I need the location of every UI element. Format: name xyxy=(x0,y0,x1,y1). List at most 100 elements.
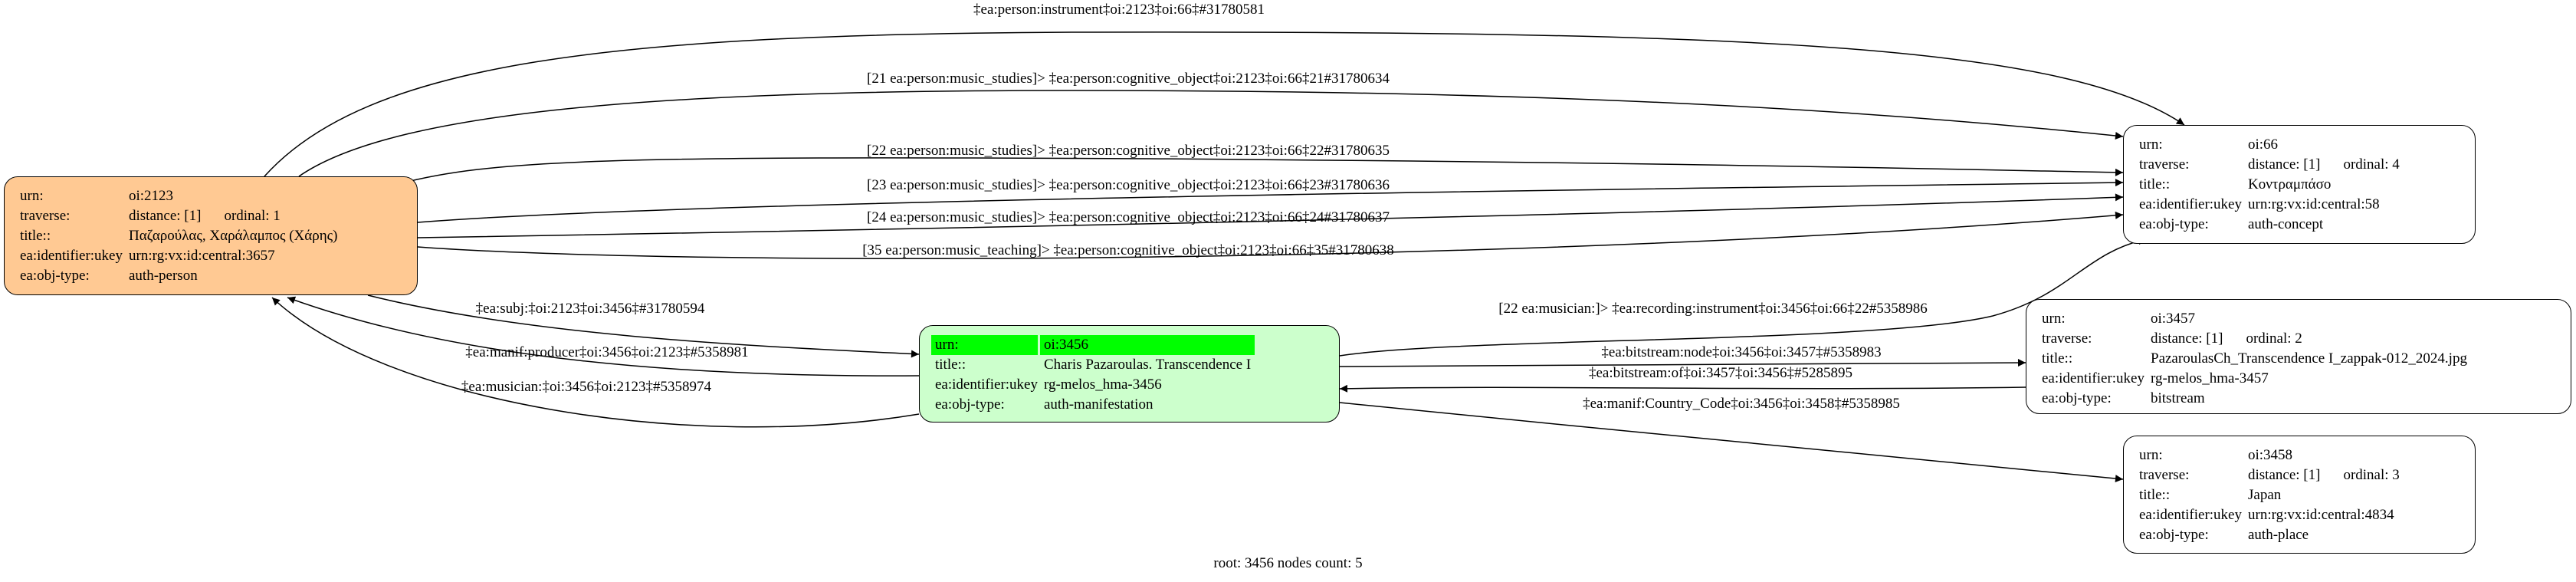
field-value: auth-person xyxy=(125,266,342,286)
edge-oi-2123-to-oi-66 xyxy=(417,179,2124,223)
node-field-row: urn: oi:2123 xyxy=(16,186,342,206)
field-key: ea:obj-type: xyxy=(2139,527,2209,543)
field-key: urn: xyxy=(20,188,44,204)
field-key: title:: xyxy=(2139,487,2171,503)
field-key: ea:obj-type: xyxy=(935,396,1005,413)
edge-oi-2123-to-oi-66 xyxy=(417,193,2124,238)
field-value: oi:3457 xyxy=(2147,309,2471,329)
field-value: PazaroulasCh_Transcendence I_zappak-012_… xyxy=(2147,349,2471,369)
node-field-row: ea:identifier:ukey rg-melos_hma-3457 xyxy=(2038,369,2471,389)
field-value-text: distance: [1] xyxy=(2248,156,2321,173)
node-field-row: title::Japan xyxy=(2135,485,2404,505)
edge-label: [22 ea:person:music_studies]> ‡ea:person… xyxy=(867,143,1390,159)
field-value-text: oi:3456 xyxy=(1044,337,1089,353)
node-field-row: urn: oi:3456 xyxy=(931,335,1255,355)
node-field-row: urn: oi:3458 xyxy=(2135,446,2404,465)
node-fields: urn: oi:3458 traverse:distance: [1]ordinal… xyxy=(2133,446,2406,545)
field-value: oi:66 xyxy=(2244,135,2404,155)
node-field-row: ea:obj-type: bitstream xyxy=(2038,389,2471,409)
field-value-text: oi:2123 xyxy=(129,188,174,204)
field-value-text: distance: [1] xyxy=(2248,467,2321,483)
field-key: ea:obj-type: xyxy=(20,268,90,284)
field-value: rg-melos_hma-3456 xyxy=(1040,375,1255,395)
field-value-text: rg-melos_hma-3456 xyxy=(1044,376,1162,393)
field-value-text: Κοντραμπάσο xyxy=(2248,176,2332,192)
edge-label: ‡ea:manif:producer‡oi:3456‡oi:2123‡#5358… xyxy=(465,344,748,360)
node-field-row: title::Charis Pazaroulas. Transcendence … xyxy=(931,355,1255,375)
node-field-row: ea:obj-type: auth-manifestation xyxy=(931,395,1255,415)
edge-label: [22 ea:musician:]> ‡ea:recording:instrum… xyxy=(1498,301,1928,317)
node-fields: urn: oi:2123 traverse:distance: [1]ordinal… xyxy=(14,186,344,286)
field-key: traverse: xyxy=(2139,156,2190,173)
field-value-text: Παζαρούλας, Χαράλαμπος (Χάρης) xyxy=(129,228,338,244)
edge-label: [35 ea:person:music_teaching]> ‡ea:perso… xyxy=(862,242,1394,258)
field-key: ea:identifier:ukey xyxy=(2139,196,2242,212)
edge-oi-2123-to-oi-3456 xyxy=(367,294,920,358)
edge-label: [23 ea:person:music_studies]> ‡ea:person… xyxy=(867,177,1390,193)
field-value: urn:rg:vx:id:central:3657 xyxy=(125,246,342,266)
edge-label: ‡ea:musician:‡oi:3456‡oi:2123‡#5358974 xyxy=(461,379,712,395)
field-value: oi:3458 xyxy=(2244,446,2404,465)
edge-oi-3456-to-oi-2123 xyxy=(271,297,920,428)
field-key: title:: xyxy=(2139,176,2171,192)
edge-label: ‡ea:subj:‡oi:2123‡oi:3456‡#31780594 xyxy=(476,301,705,317)
field-key: urn: xyxy=(2042,311,2066,327)
node-oi-2123[interactable]: urn: oi:2123 traverse:distance: [1]ordinal… xyxy=(4,176,418,295)
field-value: auth-place xyxy=(2244,525,2404,545)
field-value: Japan xyxy=(2244,485,2404,505)
edge-oi-3456-to-oi-3457 xyxy=(1339,359,2026,367)
edge-oi-2123-to-oi-66 xyxy=(417,211,2124,260)
node-field-row: traverse:distance: [1]ordinal: 1 xyxy=(16,206,342,226)
field-key: urn: xyxy=(2139,447,2163,463)
edge-label: [24 ea:person:music_studies]> ‡ea:person… xyxy=(867,209,1390,225)
field-value-text: oi:66 xyxy=(2248,136,2279,153)
field-value-text: rg-melos_hma-3457 xyxy=(2151,370,2269,386)
field-value: oi:3456 xyxy=(1040,335,1255,355)
node-field-row: title::PazaroulasCh_Transcendence I_zapp… xyxy=(2038,349,2471,369)
ordinal-value: ordinal: 4 xyxy=(2343,156,2400,173)
field-value: Charis Pazaroulas. Transcendence I xyxy=(1040,355,1255,375)
node-oi-3458[interactable]: urn: oi:3458 traverse:distance: [1]ordinal… xyxy=(2123,436,2476,554)
field-value: auth-manifestation xyxy=(1040,395,1255,415)
field-value: rg-melos_hma-3457 xyxy=(2147,369,2471,389)
field-value-text: auth-place xyxy=(2248,527,2309,543)
node-field-row: traverse:distance: [1]ordinal: 3 xyxy=(2135,465,2404,485)
node-field-row: traverse: distance: [1] ordinal: 4 xyxy=(2135,155,2404,175)
field-key: urn: xyxy=(931,335,1038,355)
field-value-text: bitstream xyxy=(2151,390,2205,406)
field-value-text: Japan xyxy=(2248,487,2282,503)
edge-label: ‡ea:person:instrument‡oi:2123‡oi:66‡#317… xyxy=(973,2,1265,18)
field-value: distance: [1]ordinal: 3 xyxy=(2244,465,2404,485)
field-value: bitstream xyxy=(2147,389,2471,409)
edge-label: ‡ea:bitstream:of‡oi:3457‡oi:3456‡#528589… xyxy=(1589,365,1852,381)
field-key: title:: xyxy=(2042,350,2073,367)
edge-label: ‡ea:manif:Country_Code‡oi:3456‡oi:3458‡#… xyxy=(1583,396,1900,412)
node-field-row: urn: oi:3457 xyxy=(2038,309,2471,329)
field-value: oi:2123 xyxy=(125,186,342,206)
field-value-text: auth-person xyxy=(129,268,198,284)
field-key: title:: xyxy=(935,357,966,373)
field-value-text: oi:3458 xyxy=(2248,447,2293,463)
field-key: ea:identifier:ukey xyxy=(2042,370,2144,386)
field-value: distance: [1] ordinal: 4 xyxy=(2244,155,2404,175)
field-value-text: auth-concept xyxy=(2248,216,2324,232)
field-value-text: urn:rg:vx:id:central:3657 xyxy=(129,248,275,264)
ordinal-value: ordinal: 1 xyxy=(224,208,281,224)
node-field-row: ea:obj-type: auth-place xyxy=(2135,525,2404,545)
field-key: ea:obj-type: xyxy=(2139,216,2209,232)
field-key: title:: xyxy=(20,228,51,244)
field-value: urn:rg:vx:id:central:58 xyxy=(2244,195,2404,215)
field-key: ea:obj-type: xyxy=(2042,390,2112,406)
edge-oi-3456-to-oi-66 xyxy=(1339,237,2147,357)
field-value: urn:rg:vx:id:central:4834 xyxy=(2244,505,2404,525)
